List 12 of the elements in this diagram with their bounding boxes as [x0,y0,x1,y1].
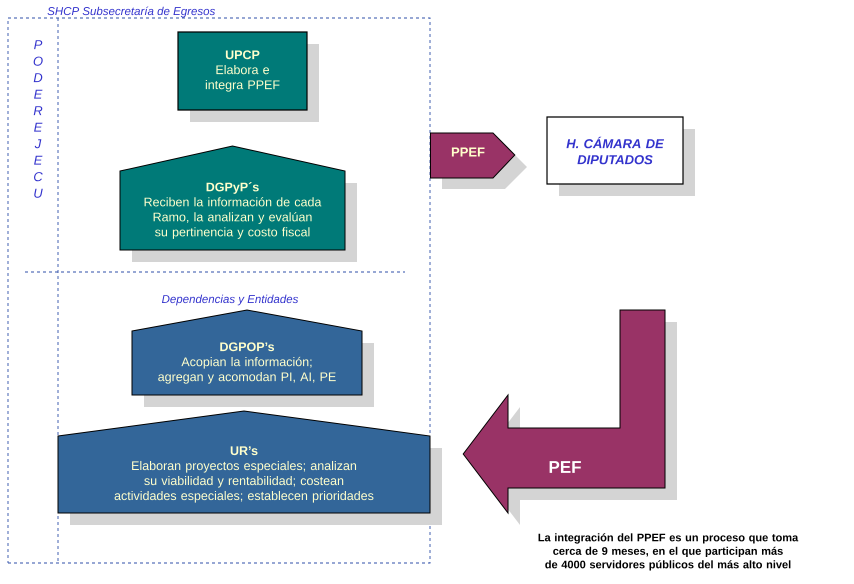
note-text: La integración del PPEF es un proceso que toma cerca de 9 meses, en el que participan más de 4000 servidores públicos del más alto nivel [538,533,798,571]
block-arrow [430,132,516,178]
process-box: UPCP Elabora e integra PPEF [177,31,319,122]
process-box: H. CÁMARA DE DIPUTADOS [546,116,695,196]
edge-label: PPEF [452,148,484,156]
pentagon-box: UR’s Elaboran proyectos especiales; analizan su viabilidad y rentabilidad; costean actividades especiales; establecen prioridades [58,410,442,525]
node-label: SHCP Subsecretaría de Egresos [48,6,216,18]
edge-label: PEF [550,461,581,473]
pentagon-box: DGPOP’s Acopian la información; agregan y acomodan PI, AI, PE [132,310,374,407]
block-arrow [462,310,666,514]
pentagon-box: DGPyP´s Reciben la información de cada Ramo, la analizan y evalúan su pertinencia y costo fiscal [120,145,357,262]
vertical-label: PODER EJECU [34,40,43,198]
